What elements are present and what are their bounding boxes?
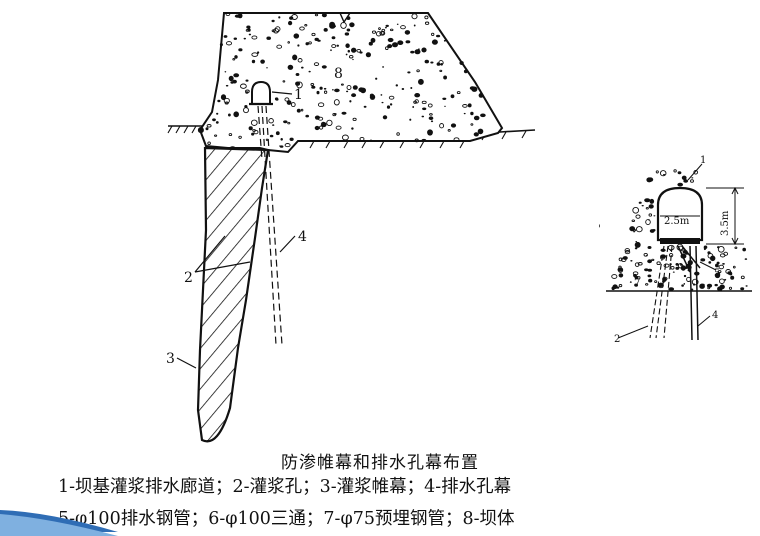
label-curtain-holes: 2 bbox=[184, 270, 193, 286]
detail-label-fitting-b: 7 bbox=[634, 278, 640, 289]
label-drain-curtain: 4 bbox=[298, 229, 307, 245]
detail-height-label: 3.5m bbox=[720, 210, 731, 236]
label-gallery: 1 bbox=[294, 87, 303, 103]
detail-tick-mark: ' bbox=[598, 224, 601, 235]
dam-body bbox=[197, 11, 504, 154]
grout-curtain bbox=[196, 146, 270, 443]
label-grout-curtain: 3 bbox=[166, 351, 175, 367]
detail-label-gallery: 1 bbox=[700, 155, 706, 166]
slide-corner-decoration bbox=[0, 510, 118, 536]
figure-title: 防渗帷幕和排水孔幕布置 bbox=[281, 453, 479, 473]
detail-label-drain-curtain: 4 bbox=[712, 310, 718, 321]
label-dam-body: 8 bbox=[334, 66, 343, 82]
detail-width-label: 2.5m bbox=[664, 216, 690, 227]
caption-legend-line-2: 5-φ100排水钢管；6-φ100三通；7-φ75预埋钢管；8-坝体 bbox=[58, 509, 515, 529]
leader-lines bbox=[176, 91, 296, 369]
detail-label-curtain-holes: 2 bbox=[614, 334, 620, 345]
caption-legend-line-1: 1-坝基灌浆排水廊道；2-灌浆孔；3-灌浆帷幕；4-排水孔幕 bbox=[58, 477, 512, 497]
gallery-detail: 1 2.5m 3.5m 2 4 5 7 ' bbox=[598, 155, 752, 345]
drainage-gallery bbox=[249, 80, 273, 106]
drainage-hole-curtain bbox=[257, 105, 283, 346]
detail-label-fitting-a: 5 bbox=[714, 268, 720, 279]
